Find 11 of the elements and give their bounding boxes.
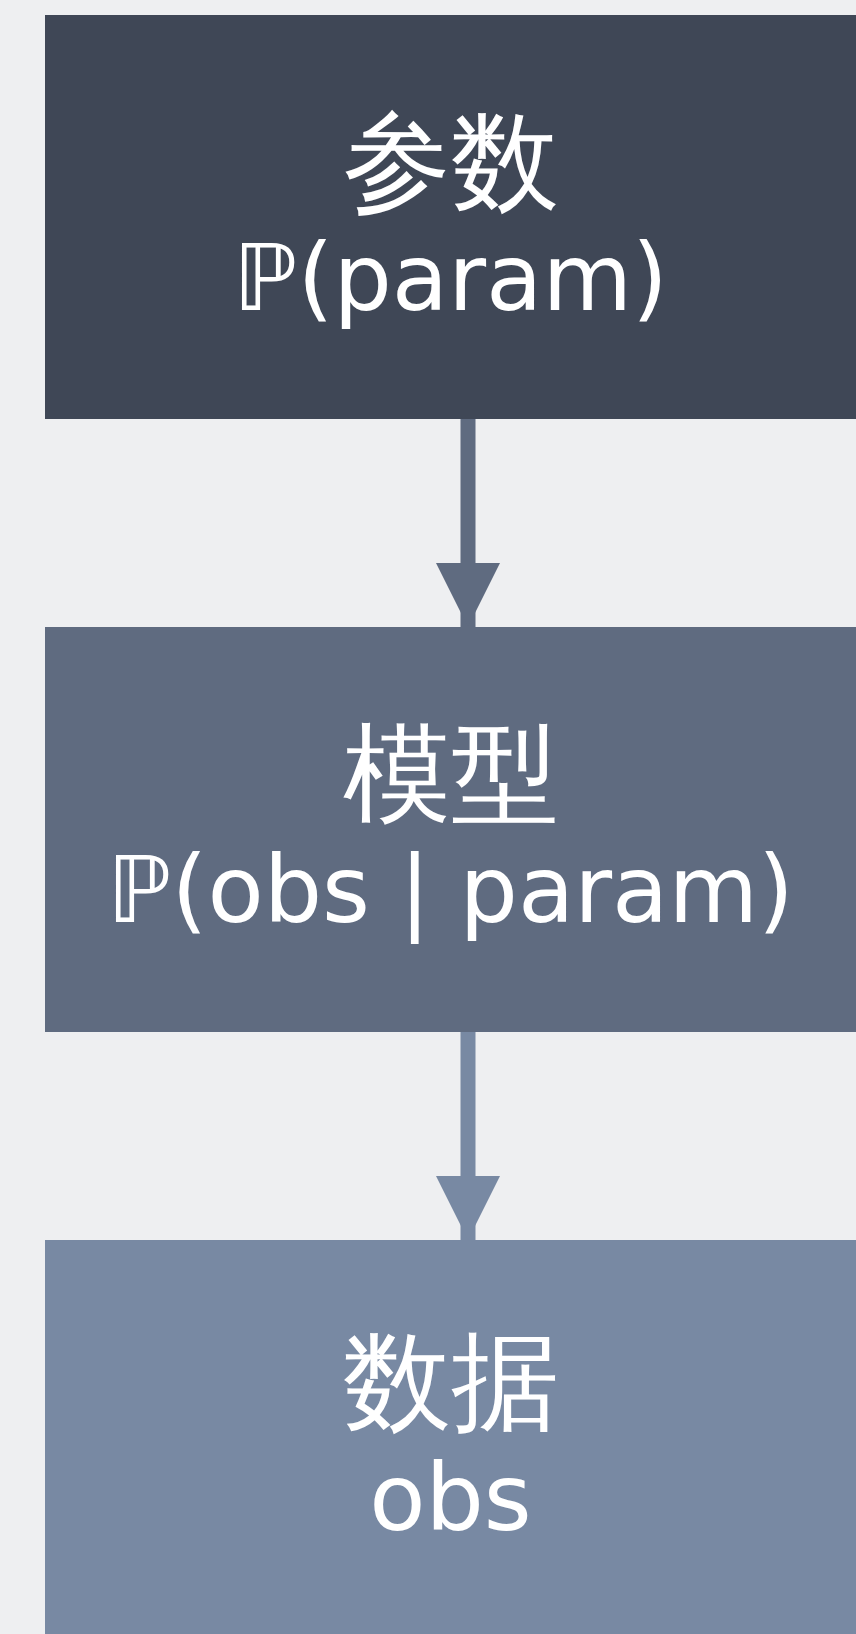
arrow (436, 1032, 500, 1240)
arrow (436, 419, 500, 627)
process-box (45, 15, 856, 419)
formula-text: obs (369, 1443, 532, 1554)
box-title: 数据 (342, 1319, 559, 1444)
formula-text: ℙ(obs | param) (107, 836, 794, 947)
box-title: 模型 (342, 712, 559, 837)
process-box (45, 627, 856, 1032)
formula-text: ℙ(param) (233, 223, 668, 334)
process-box (45, 1240, 856, 1634)
box-title: 参数 (342, 99, 559, 224)
